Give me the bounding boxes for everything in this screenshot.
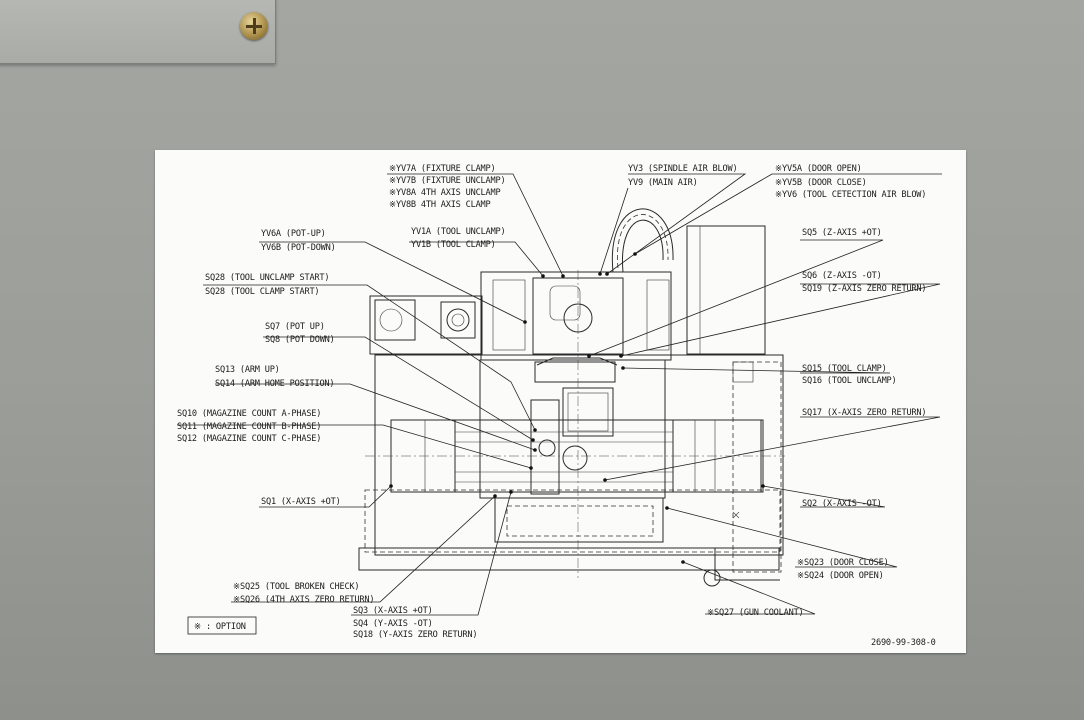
arm-housing (530, 399, 560, 495)
label-yv5a: ※YV5A (DOOR OPEN) (775, 164, 862, 174)
magazine-pocket-left (374, 299, 416, 341)
cable-chain-links (617, 214, 669, 269)
label-sq13: SQ13 (ARM UP) (215, 365, 280, 375)
label-sq14: SQ14 (ARM HOME POSITION) (215, 379, 334, 389)
machine-drawing (358, 208, 785, 587)
label-sq16: SQ16 (TOOL UNCLAMP) (802, 376, 897, 386)
option-mark (732, 511, 740, 519)
label-sq27: ※SQ27 (GUN COOLANT) (707, 608, 804, 618)
z-axis-box (562, 387, 614, 437)
label-sq24: ※SQ24 (DOOR OPEN) (797, 571, 884, 581)
lower-bed-dashed (506, 505, 654, 537)
label-sq15: SQ15 (TOOL CLAMP) (802, 364, 887, 374)
z-axis-window (567, 392, 609, 432)
cover-panel (0, 0, 276, 64)
label-sq11: SQ11 (MAGAZINE COUNT B-PHASE) (177, 422, 321, 432)
label-yv8b: ※YV8B 4TH AXIS CLAMP (389, 200, 491, 210)
spindle-nose (534, 361, 616, 383)
screw-icon (240, 12, 268, 40)
label-sq25: ※SQ25 (TOOL BROKEN CHECK) (233, 582, 359, 592)
label-sq1: SQ1 (X-AXIS +OT) (261, 497, 341, 507)
drawing-number: 2690-99-308-0 (871, 638, 936, 648)
head-window (549, 285, 581, 321)
tool-magazine-frame (369, 295, 483, 355)
label-sq4: SQ4 (Y-AXIS -OT) (353, 619, 433, 629)
label-yv1b: YV1B (TOOL CLAMP) (411, 240, 496, 250)
labels: ※YV7A (FIXTURE CLAMP) ※YV7B (FIXTURE UNC… (177, 164, 936, 648)
base-plate (358, 547, 780, 571)
label-sq10: SQ10 (MAGAZINE COUNT A-PHASE) (177, 409, 321, 419)
label-sq28-unclamp: SQ28 (TOOL UNCLAMP START) (205, 273, 329, 283)
pocket-circle-left (379, 308, 403, 332)
label-sq5: SQ5 (Z-AXIS +OT) (802, 228, 882, 238)
leader-lines (177, 173, 942, 616)
pocket-inner-circle (451, 313, 465, 327)
label-sq8-text: SQ8 (POT DOWN) (265, 335, 335, 345)
label-sq18: SQ18 (Y-AXIS ZERO RETURN) (353, 630, 477, 640)
label-sq28-clamp: SQ28 (TOOL CLAMP START) (205, 287, 319, 297)
right-bracket (646, 279, 670, 351)
magazine-pocket-right (440, 301, 476, 339)
pocket-circle-right (446, 308, 470, 332)
machine-sensor-diagram: ※YV7A (FIXTURE CLAMP) ※YV7B (FIXTURE UNC… (177, 164, 942, 648)
label-sq26: ※SQ26 (4TH AXIS ZERO RETURN) (233, 595, 374, 605)
door-corner-box (732, 361, 754, 383)
label-yv9: YV9 (MAIN AIR) (628, 178, 698, 188)
label-sq17: SQ17 (X-AXIS ZERO RETURN) (802, 408, 926, 418)
spindle-nose-top (536, 357, 618, 366)
machine-base-outline (374, 354, 784, 556)
tool-circle (562, 445, 588, 471)
wiring-label-plate: ※YV7A (FIXTURE CLAMP) ※YV7B (FIXTURE UNC… (155, 150, 966, 653)
arm-pivot (538, 439, 556, 457)
label-yv1a: YV1A (TOOL UNCLAMP) (411, 227, 506, 237)
option-legend-box (187, 616, 257, 635)
lower-bed (494, 497, 664, 543)
label-yv7a: ※YV7A (FIXTURE CLAMP) (389, 164, 495, 174)
left-bracket (492, 279, 526, 351)
label-yv8a: ※YV8A 4TH AXIS UNCLAMP (389, 188, 500, 198)
cable-chain-outer (611, 208, 674, 273)
sensor-dots (389, 252, 765, 564)
label-sq23: ※SQ23 (DOOR CLOSE) (797, 558, 889, 568)
label-yv6b: YV6B (POT-DOWN) (261, 243, 336, 253)
label-sq3: SQ3 (X-AXIS +OT) (353, 606, 433, 616)
label-yv6a: YV6A (POT-UP) (261, 229, 326, 239)
label-yv5b: ※YV5B (DOOR CLOSE) (775, 178, 867, 188)
label-sq2: SQ2 (X-AXIS -OT) (802, 499, 882, 509)
cable-chain-inner (622, 219, 664, 273)
label-sq12: SQ12 (MAGAZINE COUNT C-PHASE) (177, 434, 321, 444)
label-yv3: YV3 (SPINDLE AIR BLOW) (628, 164, 737, 174)
label-sq6: SQ6 (Z-AXIS -OT) (802, 271, 882, 281)
base-dashed-outline (364, 489, 781, 553)
column-block (480, 271, 672, 361)
option-legend: ※ : OPTION (194, 622, 246, 632)
label-sq7: SQ7 (POT UP) (265, 322, 325, 332)
control-cabinet (686, 225, 766, 355)
base-foot (714, 548, 780, 581)
label-sq19: SQ19 (Z-AXIS ZERO RETURN) (802, 284, 926, 294)
door-dashed-outline (732, 361, 782, 573)
saddle (479, 359, 666, 499)
label-yv6: ※YV6 (TOOL CETECTION AIR BLOW) (775, 190, 926, 200)
label-yv7b: ※YV7B (FIXTURE UNCLAMP) (389, 176, 505, 186)
coolant-fitting (703, 569, 721, 587)
